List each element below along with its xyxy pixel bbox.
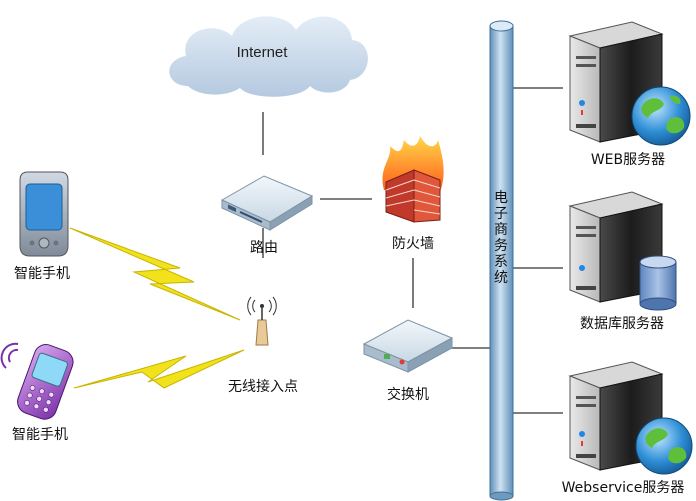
backbone-char: 统 [494,270,508,286]
switch-label: 交换机 [387,386,429,403]
ap-label: 无线接入点 [228,378,298,395]
backbone-char: 系 [494,254,508,270]
switch-icon [362,319,454,373]
backbone-char: 商 [494,222,508,238]
lightning-icon [69,227,241,321]
server-icon [568,361,664,471]
router-icon [220,175,314,231]
smartphone-icon [0,342,74,420]
globe-icon [635,417,693,475]
backbone-char: 子 [494,206,508,222]
lightning-icon [73,349,245,389]
backbone-char: 电 [494,190,508,206]
backbone-label: 电 子 商 务 系 统 [494,190,508,286]
internet-label: Internet [237,44,289,61]
backbone-char: 务 [494,238,508,254]
backbone-pipe [489,20,514,501]
antenna-icon [247,296,277,346]
database-icon [639,255,677,311]
firewall-label: 防火墙 [392,236,434,252]
cloud-icon [169,16,368,97]
db-server-label: 数据库服务器 [580,316,664,332]
smartphone-icon [19,171,69,257]
connection-lines [262,87,563,414]
ws-server-label: Webservice服务器 [562,480,685,496]
web-server-label: WEB服务器 [591,152,665,168]
phone2-label: 智能手机 [12,427,68,443]
globe-icon [631,86,691,146]
router-label: 路由 [250,240,278,256]
firewall-icon [382,136,444,223]
phone1-label: 智能手机 [14,266,70,282]
